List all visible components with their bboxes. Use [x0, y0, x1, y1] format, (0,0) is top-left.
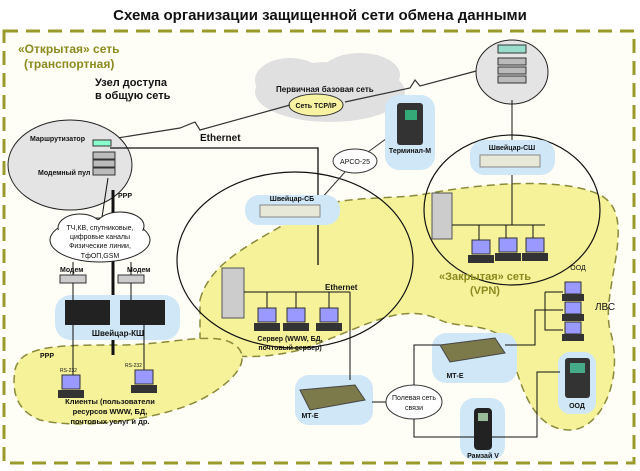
terminal-m-screen — [405, 110, 417, 120]
page-title: Схема организации защищенной сети обмена… — [113, 7, 527, 24]
channels-line-1: ТЧ,КВ, спутниковые, — [67, 225, 134, 232]
terminal-m-label: Терминал-М — [389, 148, 431, 155]
lvs-pc — [562, 321, 584, 341]
server-label-2: почтовый сервер) — [258, 344, 321, 352]
primary-network-label: Первичная базовая сеть — [276, 85, 374, 94]
shveitsar-sh-label: Швейцар-СШ — [489, 144, 535, 152]
rs232-label-right: RS-232 — [125, 363, 142, 369]
ppp-label-top: PPP — [118, 193, 132, 200]
sh-pc — [468, 225, 494, 263]
clients-label-2: ресурсов WWW, БД, — [73, 407, 148, 416]
server-label-1: Сервер (WWW, БД, — [257, 336, 322, 343]
ood-bottom-label: ООД — [569, 403, 585, 410]
mt-e-label-left: МТ-Е — [301, 413, 318, 420]
clients-label-1: Клиенты (пользователи — [65, 397, 155, 406]
ood-top-label: ООД — [570, 265, 586, 272]
open-network-label-1: «Открытая» сеть — [18, 42, 119, 56]
apco-label: APCO-25 — [340, 159, 370, 166]
access-node-label-2: в общую сеть — [95, 90, 171, 102]
sh-pc — [495, 225, 521, 261]
server-segment-ellipse — [176, 171, 414, 349]
lvs-pc — [562, 301, 584, 321]
sh-pc — [522, 225, 548, 261]
shveitsar-sb-device — [259, 204, 321, 218]
client-zone-region — [13, 337, 243, 425]
modem-left — [59, 274, 87, 284]
modem-pool-label: Модемный пул — [38, 169, 90, 177]
ethernet-link — [110, 147, 319, 265]
lvs-label: ЛВС — [595, 302, 615, 313]
shveitsar-sb-label: Швейцар-СБ — [270, 195, 314, 203]
field-network-cloud — [385, 384, 443, 420]
channels-line-4: ТфОП,GSM — [81, 253, 120, 260]
server-pc — [283, 292, 309, 331]
mt-e-right-device — [439, 337, 506, 363]
router-label: Маршрутизатор — [30, 136, 85, 143]
wan-link-left — [104, 104, 291, 141]
ramzai-label: Рамзай V — [467, 452, 499, 460]
lvs-to-mte-link — [505, 309, 545, 346]
ksh-device-right — [120, 300, 165, 325]
access-node-label-1: Узел доступа — [95, 77, 168, 89]
mt-e-label-right: МТ-Е — [446, 373, 463, 380]
modem-right — [117, 274, 145, 284]
router-device — [92, 139, 112, 147]
rs232-label-left: RS-232 — [60, 368, 77, 374]
server-pc — [254, 292, 280, 331]
closed-network-label-2: (VPN) — [470, 285, 500, 297]
remote-router-device — [497, 44, 527, 84]
channels-cloud — [49, 211, 151, 263]
field-network-label-1: Полевая сеть — [392, 395, 436, 402]
terminal-m-device — [397, 103, 423, 145]
apco-cloud — [332, 148, 378, 174]
channels-line-2: цифровые каналы — [70, 234, 130, 241]
ksh-device-left — [65, 300, 110, 325]
closed-network-label-1: «Закрытая» сеть — [439, 271, 531, 283]
modem-label-right: Модем — [127, 267, 150, 274]
field-network-label-2: связи — [405, 405, 423, 412]
mt-e-left-device — [299, 384, 366, 411]
modem-label-left: Модем — [60, 267, 83, 274]
tcpip-label: Сеть TCP/IP — [295, 103, 336, 110]
channels-line-3: Физические линии, — [69, 243, 131, 250]
shveitsar-ksh-label: Швейцар-КШ — [92, 329, 144, 338]
wan-link-right — [344, 69, 481, 103]
modem-pool-device — [92, 151, 116, 176]
lvs-pc — [562, 281, 584, 301]
open-network-label-2: (транспортная) — [24, 57, 114, 71]
server-pc — [316, 292, 342, 331]
shveitsar-sh-device — [479, 154, 541, 168]
client-pc — [58, 374, 84, 398]
ppp-label-bottom: PPP — [40, 353, 54, 360]
clients-label-3: почтовых услуг и др. — [70, 417, 149, 426]
sh-server-tower — [431, 192, 453, 240]
ethernet-label-mid: Ethernet — [325, 283, 358, 292]
client-pc — [131, 369, 157, 393]
ethernet-label-top: Ethernet — [200, 133, 241, 144]
server-tower — [221, 267, 245, 319]
